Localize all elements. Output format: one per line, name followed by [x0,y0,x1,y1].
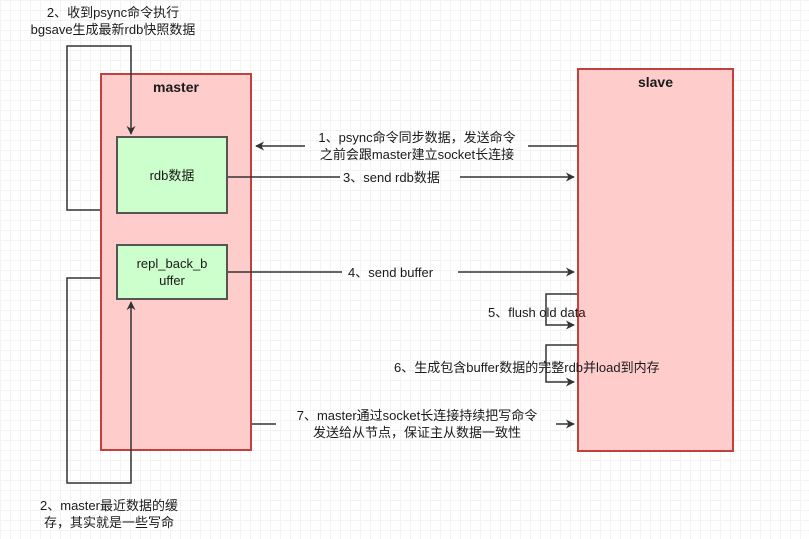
step5-loop-arrow [545,293,577,330]
step7-label: 7、master通过socket长连接持续把写命令 发送给从节点，保证主从数据一… [296,408,538,440]
rdb-data-box: rdb数据 [116,136,228,214]
step4-label: 4、send buffer [348,265,434,280]
step6-label: 6、生成包含buffer数据的完整rdb并load到内存 [394,360,660,375]
repl-buffer-label-line1: repl_back_b [136,256,208,271]
slave-title: slave [637,74,674,90]
top-loop-label: 2、收到psync命令执行 bgsave生成最新rdb快照数据 [30,5,196,37]
repl-back-buffer-box: repl_back_b uffer [116,244,228,300]
bottom-loop-label: 2、master最近数据的缓 存，其实就是一些写命 [40,498,178,530]
top-loop-arrow [66,45,136,211]
slave-box: slave [577,68,734,452]
step1-label: 1、psync命令同步数据，发送命令 之前会跟master建立socket长连接 [318,130,516,162]
bottom-loop-arrow [66,277,136,484]
step5-label: 5、flush old data [488,305,586,320]
rdb-data-label: rdb数据 [149,167,195,183]
step3-label: 3、send rdb数据 [343,170,440,185]
step6-loop-arrow [545,344,577,387]
repl-buffer-label-line2: uffer [159,273,185,288]
master-title: master [153,79,199,95]
